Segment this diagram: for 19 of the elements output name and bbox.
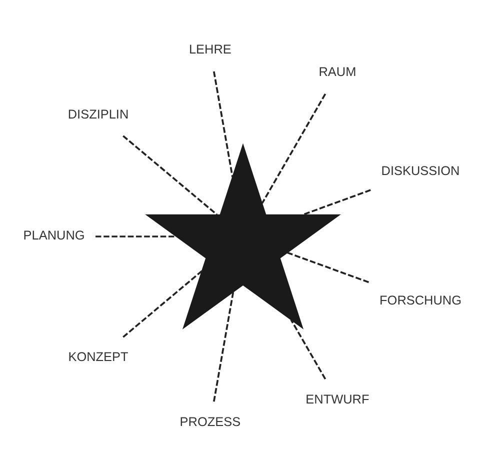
node-text: FORSCHUNG <box>380 292 462 308</box>
connector <box>302 189 371 216</box>
connector <box>287 252 370 284</box>
connector <box>122 135 218 216</box>
node-text: RAUM <box>318 64 356 80</box>
node-text: DISZIPLIN <box>68 106 129 122</box>
connector <box>212 292 234 402</box>
connector <box>122 270 203 338</box>
node-text: LEHRE <box>188 42 232 57</box>
connector <box>96 236 176 238</box>
node-text: PLANUNG <box>23 228 85 243</box>
connector <box>212 71 234 178</box>
node-star <box>145 143 341 330</box>
node-text: KONZEPT <box>68 349 128 364</box>
node-text: ENTWURF <box>306 391 370 406</box>
node-text: DISKUSSION <box>381 163 460 178</box>
connector <box>290 319 326 380</box>
connector <box>261 93 326 204</box>
node-text: PROZESS <box>180 414 241 429</box>
